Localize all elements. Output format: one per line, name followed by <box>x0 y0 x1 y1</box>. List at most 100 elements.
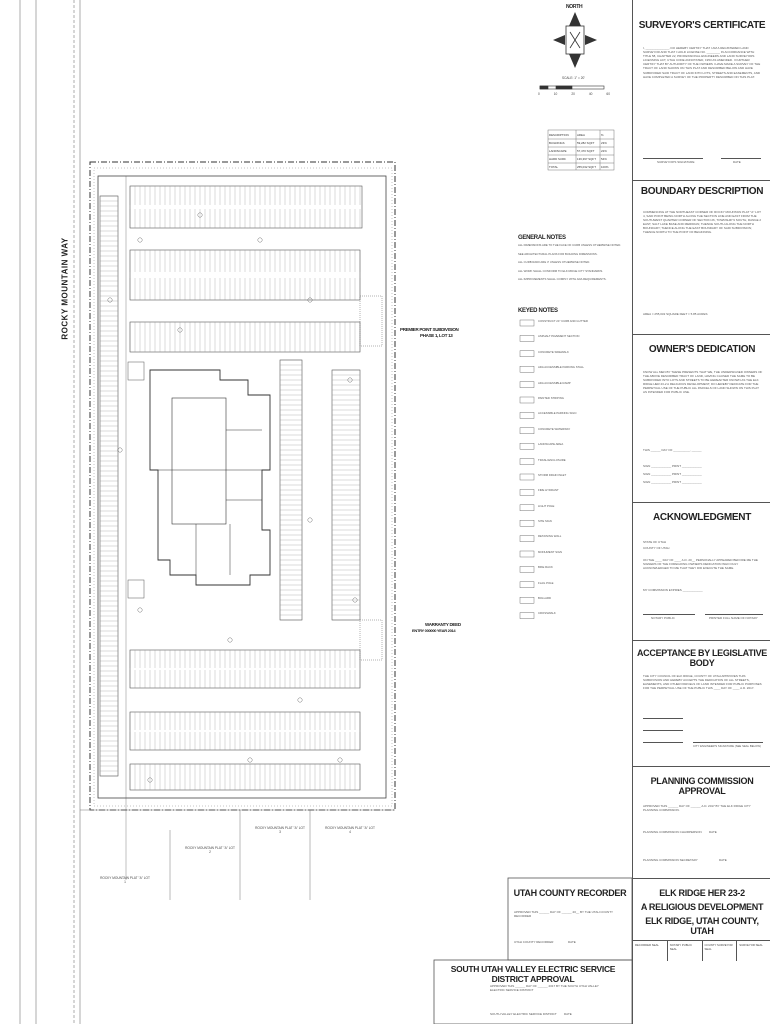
keyed-note: BIKE RACK <box>538 565 553 570</box>
seal-cell: SURVEYOR SEAL <box>739 943 763 947</box>
ack-state: STATE OF UTAH <box>643 540 666 544</box>
recorder-sign-label: UTAH COUNTY RECORDER <box>514 940 554 944</box>
keyed-note: FIRE HYDRANT <box>538 488 559 493</box>
keyed-note: STORM DRAIN INLET <box>538 472 567 477</box>
table-cell: LANDSCAPE <box>549 149 567 153</box>
street-label: ROCKY MOUNTAIN WAY <box>60 237 70 340</box>
legislative-text: THE CITY COUNCIL OF ELK RIDGE, COUNTY OF… <box>643 674 762 691</box>
table-cell: 136,397 SQFT <box>577 157 596 161</box>
print-label: PRINT <box>672 464 681 468</box>
general-note: ALL WORK SHALL CONFORM TO ELK RIDGE CITY… <box>518 268 604 273</box>
table-cell: 255,032 SQFT <box>577 165 596 169</box>
keyed-note: LIGHT POLE <box>538 503 555 508</box>
ack-commission: MY COMMISSION EXPIRES ____________ <box>643 588 703 592</box>
recorder-date-label: DATE <box>568 940 576 944</box>
surveyor-certificate-text: I, ______________, DO HEREBY CERTIFY THA… <box>643 46 761 79</box>
table-cell: HARD SURF. <box>549 157 567 161</box>
site-data-table <box>547 129 615 171</box>
keyed-note: ASPHALT PAVEMENT SECTION <box>538 334 580 339</box>
general-note: ALL IMPROVEMENTS SHALL COMPLY WITH ADA R… <box>518 277 607 282</box>
scale-ticks: 0 10 20 40 60 <box>538 92 610 96</box>
planning-text: APPROVED THIS ______ DAY OF ______ A.D. … <box>643 804 751 813</box>
surveyor-sign-label: SURVEYOR'S SIGNATURE <box>657 160 695 164</box>
print-label: PRINT <box>672 480 681 484</box>
electric-date-label: DATE <box>564 1012 572 1016</box>
north-label: NORTH <box>566 4 583 10</box>
printed-notary-label: PRINTED FULL NAME OF NOTARY <box>709 616 758 620</box>
table-cell: 54% <box>601 157 607 161</box>
lot-label: ROCKY MOUNTAIN PLAT "A" LOT 1 <box>100 876 150 885</box>
table-cell: TOTAL <box>549 165 559 169</box>
print-label: PRINT <box>672 472 681 476</box>
scale-tick: 10 <box>553 92 558 96</box>
keyed-note: BOLLARD <box>538 596 552 601</box>
boundary-description-title: BOUNDARY DESCRIPTION <box>640 186 764 197</box>
table-cell: BUILDINGS <box>549 141 565 145</box>
sign-label: SIGN <box>643 464 651 468</box>
owners-dedication-text: KNOW ALL MEN BY THESE PRESENTS THAT WE, … <box>643 370 763 395</box>
keyed-note: ADA ACCESSIBLE PARKING STALL <box>538 365 585 370</box>
keyed-note: ACCESSIBLE PARKING SIGN <box>538 411 577 416</box>
subdivision-lot-label: PHASE 1, LOT 13 <box>420 333 453 338</box>
keyed-note: FLAG POLE <box>538 580 554 585</box>
church-building <box>149 369 271 586</box>
legislative-title: ACCEPTANCE BY LEGISLATIVE BODY <box>636 648 767 668</box>
electric-sign-label: SOUTH VALLEY ELECTRIC SERVICE DISTRICT <box>490 1012 557 1016</box>
north-arrow-icon <box>553 12 597 68</box>
keyed-note: MONUMENT SIGN <box>538 549 563 554</box>
general-notes-list: ALL DIMENSIONS ARE TO THE FACE OF CURB U… <box>518 243 628 287</box>
planning-date-label: DATE <box>719 858 727 862</box>
lot-label: ROCKY MOUNTAIN PLAT "A" LOT 2 <box>185 846 235 855</box>
table-header: DESCRIPTION <box>549 133 569 137</box>
electric-approval-text: APPROVED THIS ______ DAY OF ______ 2017 … <box>490 984 599 992</box>
table-cell: 57,470 SQFT <box>577 149 595 153</box>
table-cell: 100% <box>601 165 609 169</box>
scale-tick: 20 <box>571 92 575 96</box>
general-note: ALL DIMENSIONS ARE TO THE FACE OF CURB U… <box>518 243 622 247</box>
scale-label: SCALE: 1" = 20' <box>562 76 585 80</box>
owners-dedication-title: OWNER'S DEDICATION <box>648 344 756 355</box>
planning-chair-label: PLANNING COMMISSION CHAIRPERSON <box>643 830 702 834</box>
ack-text: ON THE ____ DAY OF ____ A.D. 20__ PERSON… <box>643 558 758 571</box>
table-header: AREA <box>577 133 585 137</box>
table-header: % <box>601 133 604 137</box>
keyed-note: CROSSWALK <box>538 611 556 616</box>
keyed-note: RETAINING WALL <box>538 534 562 539</box>
keyed-notes-list: CONSTRUCT 24" CURB AND GUTTER ASPHALT PA… <box>538 319 630 628</box>
scale-tick: 40 <box>588 92 593 96</box>
notary-label: NOTARY PUBLIC <box>651 616 675 620</box>
general-notes-title: GENERAL NOTES <box>518 235 566 241</box>
keyed-note: PAINTED STRIPING <box>538 395 564 400</box>
keyed-note: TRASH ENCLOSURE <box>538 457 566 462</box>
owners-witness-line: THIS ______ DAY OF __________, ______ <box>643 448 702 452</box>
scale-tick: 0 <box>538 92 540 96</box>
recorder-text: APPROVED THIS ______ DAY OF ______ 20__ … <box>514 910 613 918</box>
recorder-title: UTAH COUNTY RECORDER <box>513 888 627 898</box>
site-plan-drawing <box>19 0 632 1024</box>
general-note: SEE ARCHITECTURAL PLANS FOR BUILDING DIM… <box>518 251 598 256</box>
sign-label: SIGN <box>643 480 651 484</box>
warranty-entry-label: ENTRY 000000 YEAR 2014 <box>412 628 456 633</box>
table-cell: 22% <box>601 149 607 153</box>
keyed-notes-title: KEYED NOTES <box>518 308 558 314</box>
boundary-area: AREA = 255,032 SQUARE FEET = 5.85 ACRES <box>643 312 708 316</box>
seal-cell: RECORDER SEAL <box>633 941 668 961</box>
owners-sign-lines: SIGN ____________ PRINT ____________ SIG… <box>643 464 702 484</box>
surveyor-date-label: DATE <box>733 160 741 164</box>
lot-label: ROCKY MOUNTAIN PLAT "A" LOT 3 <box>255 826 305 835</box>
seal-cell: NOTARY PUBLIC SEAL <box>668 941 703 961</box>
acknowledgment-title: ACKNOWLEDGMENT <box>652 512 751 523</box>
subdivision-label: PREMIER POINT SUBDIVISION <box>400 327 459 332</box>
general-note: ALL CURB RADII ARE 3' UNLESS OTHERWISE N… <box>518 260 591 265</box>
surveyor-certificate-title: SURVEYOR'S CERTIFICATE <box>638 20 766 31</box>
keyed-note: CONSTRUCT 24" CURB AND GUTTER <box>538 319 588 323</box>
sign-label: SIGN <box>643 472 651 476</box>
rocky-mountain-way-road <box>19 0 127 1024</box>
adjacent-lots <box>80 809 395 900</box>
scale-tick: 60 <box>606 92 610 96</box>
electric-approval-title: SOUTH UTAH VALLEY ELECTRIC SERVICE DISTR… <box>450 964 616 984</box>
project-title-line2: A RELIGIOUS DEVELOPMENT <box>640 902 764 912</box>
table-cell: 59,282 SQFT <box>577 141 595 145</box>
planning-sec-label: PLANNING COMMISSION SECRETARY <box>643 858 698 862</box>
